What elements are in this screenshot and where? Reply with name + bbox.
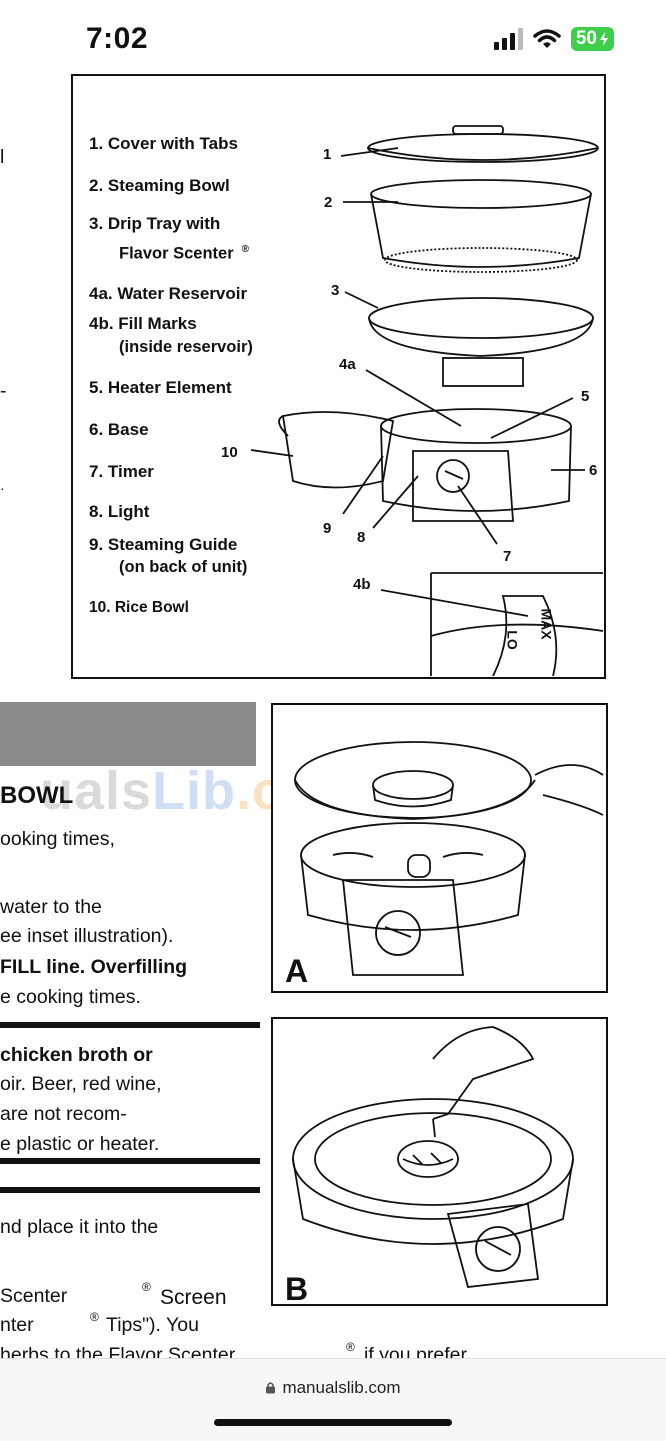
part-label: Flavor Scenter® bbox=[119, 244, 250, 263]
cellular-signal-icon bbox=[493, 28, 523, 50]
edge-fragment: · bbox=[0, 480, 5, 496]
body-text: ee inset illustration). bbox=[0, 925, 174, 947]
body-text: nter bbox=[0, 1314, 34, 1336]
body-text: e cooking times. bbox=[0, 986, 141, 1008]
divider bbox=[0, 1187, 260, 1193]
part-label: 6. Base bbox=[89, 420, 149, 439]
part-label: 9. Steaming Guide bbox=[89, 535, 238, 554]
body-text: Screen bbox=[160, 1286, 227, 1309]
part-label: 10. Rice Bowl bbox=[89, 599, 189, 616]
section-heading: BOWL bbox=[0, 782, 74, 809]
home-indicator[interactable] bbox=[214, 1419, 452, 1426]
edge-fragment: l bbox=[0, 146, 5, 168]
part-label: 8. Light bbox=[89, 502, 150, 521]
part-label: 1. Cover with Tabs bbox=[89, 134, 238, 153]
part-label: (on back of unit) bbox=[119, 558, 248, 576]
url-text: manualslib.com bbox=[282, 1378, 401, 1397]
part-label: 5. Heater Element bbox=[89, 378, 232, 397]
body-text: e plastic or heater. bbox=[0, 1133, 160, 1155]
callout-3: 3 bbox=[331, 282, 340, 299]
callout-4b: 4b bbox=[353, 576, 371, 593]
figure-a: A bbox=[271, 703, 608, 993]
part-label: 7. Timer bbox=[89, 462, 154, 481]
part-label: 3. Drip Tray with bbox=[89, 214, 221, 233]
body-text: are not recom- bbox=[0, 1103, 127, 1125]
battery-icon: 50 bbox=[570, 27, 614, 51]
callout-8: 8 bbox=[357, 529, 366, 546]
status-time: 7:02 bbox=[86, 22, 149, 55]
body-text: ooking times, bbox=[0, 828, 115, 850]
body-text: Tips"). You bbox=[106, 1314, 199, 1336]
wifi-icon bbox=[533, 29, 561, 48]
status-icons: 50 bbox=[493, 26, 614, 52]
part-label: 4a. Water Reservoir bbox=[89, 284, 248, 303]
browser-bottom-bar bbox=[0, 1358, 666, 1441]
edge-fragment: - bbox=[0, 380, 7, 402]
body-text: Scenter bbox=[0, 1285, 68, 1307]
section-header-bar bbox=[0, 702, 256, 766]
parts-diagram: 1. Cover with Tabs 2. Steaming Bowl 3. D… bbox=[71, 74, 606, 679]
steamer-exploded-drawing bbox=[250, 125, 603, 676]
callout-10: 10 bbox=[221, 444, 238, 461]
figure-a-label: A bbox=[285, 953, 309, 989]
body-text: FILL line. Overfilling bbox=[0, 956, 188, 978]
callout-5: 5 bbox=[581, 388, 590, 405]
fill-mark-max: MAX bbox=[538, 608, 555, 640]
registered-mark: ® bbox=[142, 1280, 151, 1294]
battery-level: 50 bbox=[575, 28, 597, 49]
charging-bolt-icon bbox=[600, 32, 608, 46]
divider bbox=[0, 1022, 260, 1028]
callout-1: 1 bbox=[323, 146, 332, 163]
figure-b: B bbox=[271, 1017, 608, 1307]
registered-mark: ® bbox=[346, 1340, 355, 1354]
callout-6: 6 bbox=[589, 462, 598, 479]
registered-mark: ® bbox=[90, 1310, 99, 1324]
steamer-assembly-drawing bbox=[294, 741, 604, 976]
flavor-scenter-drawing bbox=[292, 1026, 574, 1288]
body-text: chicken broth or bbox=[0, 1044, 153, 1066]
figure-b-label: B bbox=[285, 1271, 309, 1307]
divider bbox=[0, 1158, 260, 1164]
body-text: water to the bbox=[0, 896, 102, 918]
part-label: 2. Steaming Bowl bbox=[89, 176, 230, 195]
part-label: 4b. Fill Marks bbox=[89, 314, 197, 333]
part-label: (inside reservoir) bbox=[119, 338, 253, 356]
lock-icon bbox=[266, 1382, 276, 1394]
body-text: oir. Beer, red wine, bbox=[0, 1073, 162, 1095]
callout-4a: 4a bbox=[339, 356, 356, 373]
address-bar[interactable]: manualslib.com bbox=[0, 1378, 666, 1398]
fill-mark-lo: LO bbox=[504, 630, 521, 650]
body-text: nd place it into the bbox=[0, 1216, 159, 1238]
callout-7: 7 bbox=[503, 548, 512, 565]
callout-9: 9 bbox=[323, 520, 332, 537]
callout-2: 2 bbox=[324, 194, 333, 211]
